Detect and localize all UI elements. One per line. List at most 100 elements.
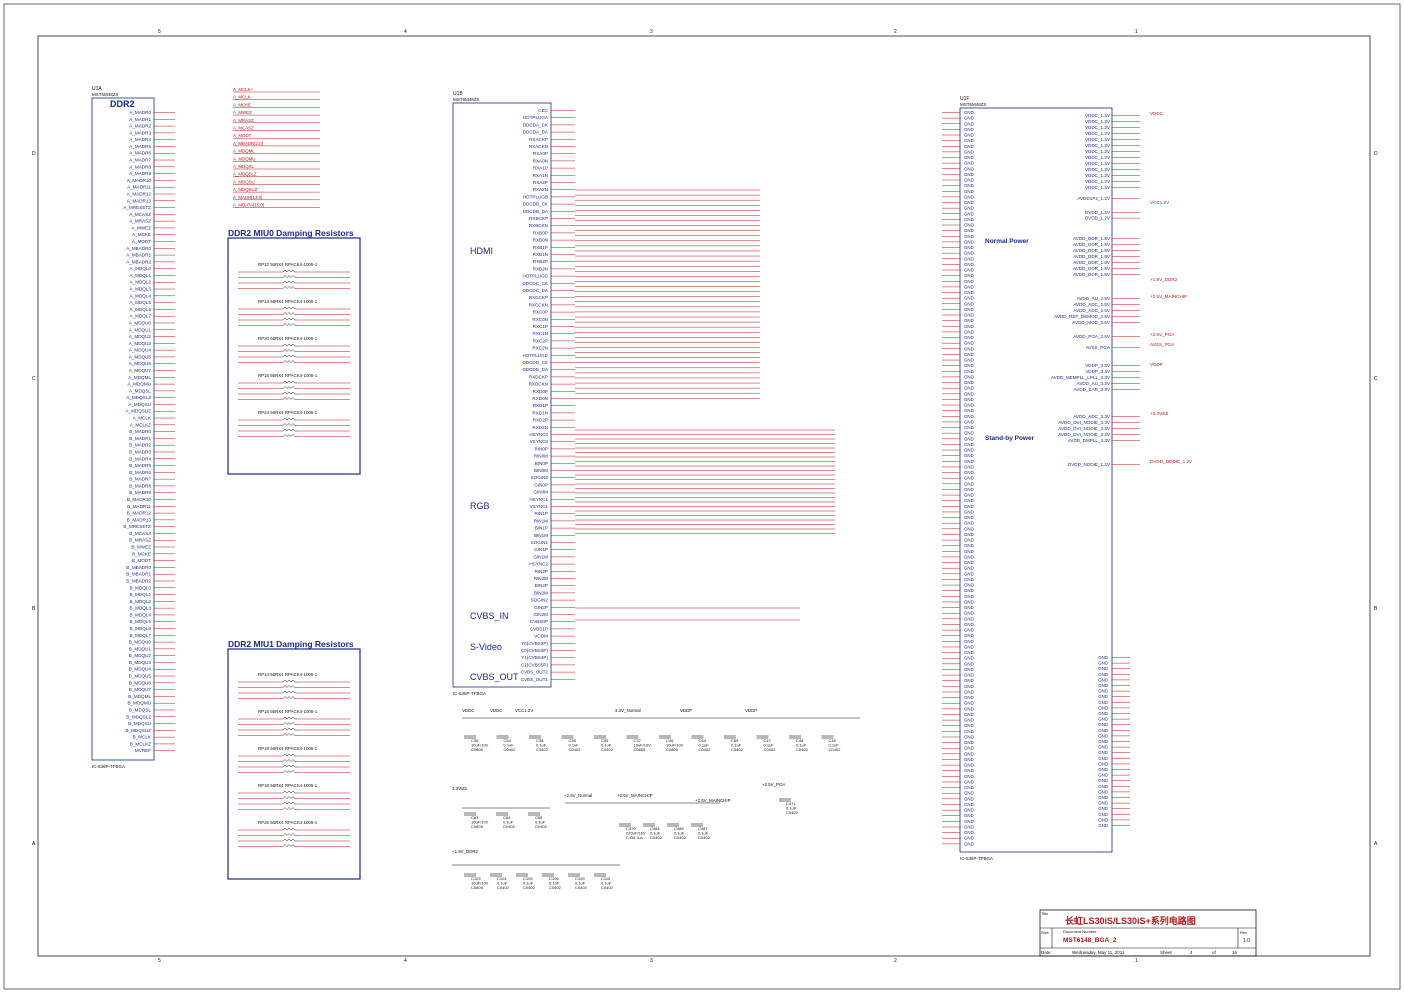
zone-col-5-top: 1 — [1135, 29, 1138, 35]
u1a-pin: B_MDQU4 — [129, 667, 152, 672]
u1f-power-pin: VDDC_1.2V — [1085, 125, 1111, 130]
u1f-power-pin: AVDD_REF_DEMOD_2.5V — [1054, 314, 1111, 319]
u1f-gnd-pin: GND — [1098, 700, 1108, 705]
u1f-gnd-pin: GND — [1098, 823, 1108, 828]
capacitor-label: 0.1uF — [523, 881, 534, 886]
capacitor-label: C0402 — [504, 747, 517, 752]
u1a-pin: A_MDQU2 — [129, 334, 152, 339]
u1f-gnd-pin: GND — [964, 127, 974, 132]
u1b-pin: DDCDC_DA — [522, 288, 548, 293]
u1f-power-pin: AVDD_AU_3.3V — [1077, 381, 1111, 386]
u1f-power-pin: AVDD_DMPLL_3.3V — [1068, 438, 1111, 443]
capacitor-label: C484 — [650, 826, 660, 831]
capacitor-label: 0.1uF — [650, 831, 661, 836]
u1b-pin: HSYNC2 — [529, 562, 548, 567]
capacitor-label: C0402 — [523, 885, 536, 890]
u1a-pin: B_MWEZ — [131, 545, 151, 550]
u1f-gnd-pin: GND — [964, 802, 974, 807]
ddr-net-label: A_MDQML — [233, 149, 255, 154]
u1f-gnd-pin: GND — [1098, 745, 1108, 750]
u1a-pin: A_MDQML — [128, 375, 151, 380]
u1a-pin: A_MDQL2 — [130, 280, 152, 285]
revision: 1.0 — [1243, 938, 1250, 944]
u1b-pin: RIN0P — [534, 446, 548, 451]
u1f-gnd-pin: GND — [964, 211, 974, 216]
u1f-gnd-pin: GND — [964, 313, 974, 318]
u1f-gnd-pin: GND — [1098, 722, 1108, 727]
u1a-pin: A_MCASZ — [129, 212, 151, 217]
u1b-pin: RXCCKN — [529, 302, 548, 307]
u1a-pin: B_MRESETZ — [123, 524, 151, 529]
u1b-pin: RXB1N — [533, 252, 548, 257]
u1b-pin: BIN0M — [534, 468, 548, 473]
u1f-rail-label: VDDC — [1150, 111, 1164, 116]
u1f-gnd-pin: GND — [964, 830, 974, 835]
u1b-pin: GIN2P — [534, 605, 548, 610]
u1f-outline — [959, 107, 1113, 853]
capacitor-label: C486 — [674, 826, 684, 831]
u1a-pin: A_MDQU6 — [129, 361, 152, 366]
u1b-pin: GIN2M — [533, 612, 548, 617]
u1b-pin: RXBCKP — [529, 216, 548, 221]
u1f-power-pin: VDDC_1.2V — [1085, 149, 1111, 154]
u1a-pin: B_MDQL6 — [130, 626, 152, 631]
u1f-gnd-pin: GND — [964, 560, 974, 565]
resistor-symbol — [282, 753, 297, 757]
u1f-gnd-pin: GND — [1098, 750, 1108, 755]
zone-col-4-top: 2 — [894, 29, 897, 35]
u1b-pin: RXD0N — [532, 396, 548, 401]
resistor-symbol — [282, 417, 297, 421]
u1f-power-pin: VDDC_1.2V — [1085, 119, 1111, 124]
capacitor-label: C0402 — [601, 885, 614, 890]
ic-u1f-power: U1F MST6M48ZX Normal Power Stand-by Powe… — [942, 96, 1193, 861]
resistor-symbol — [282, 690, 297, 694]
resistor-pack-label: RP20 56RX4 RPACK4-1005-1 — [258, 336, 318, 341]
u1f-gnd-pin: GND — [964, 279, 974, 284]
u1f-gnd-pin: GND — [964, 622, 974, 627]
u1f-gnd-pin: GND — [1098, 711, 1108, 716]
rev-label: Rev — [1240, 930, 1247, 935]
zone-col-5-bottom: 1 — [1135, 958, 1138, 964]
u1f-gnd-pin: GND — [964, 189, 974, 194]
u1a-pin: B_MADR3 — [129, 449, 151, 454]
u1f-gnd-pin: GND — [964, 166, 974, 171]
u1a-pin: B_MADR10 — [127, 497, 152, 502]
u1b-pin: Y0(CVBS2P) — [521, 641, 548, 646]
u1b-pin: DDCDA_CK — [523, 122, 549, 127]
u1a-pin: B_MADR5 — [129, 463, 151, 468]
u1f-gnd-pin: GND — [1098, 728, 1108, 733]
u1b-pin: GIN1M — [533, 554, 548, 559]
u1b-ref: U1B — [453, 91, 463, 97]
capacitor-label: 0.1uF — [503, 820, 514, 825]
u1b-pin: RXD1P — [533, 403, 548, 408]
normal-power-label: Normal Power — [985, 238, 1029, 245]
resistor-symbol — [282, 306, 297, 310]
u1a-pin: B_MDQL4 — [130, 612, 152, 617]
u1a-pin: A_MDQSLZ — [126, 395, 151, 400]
capacitor-label: 0.1uF — [575, 881, 586, 886]
u1f-power-pin: AVDD_DDR_1.8V — [1073, 254, 1111, 259]
u1b-pin: RXD2P — [533, 418, 548, 423]
capacitor-label: 0.1uF — [698, 831, 709, 836]
zone-row-4-left: A — [32, 841, 36, 847]
ic-u1a-ddr2: U1A MST6M48ZX DDR2 A_MADR0A_MADR1A_MADR2… — [91, 86, 175, 769]
u1f-power-pin: AVDD_DDR_1.8V — [1073, 236, 1111, 241]
capacitor-label: 0.1uF — [796, 743, 807, 748]
u1f-gnd-pin: GND — [964, 436, 974, 441]
u1f-gnd-pin: GND — [964, 138, 974, 143]
u1f-gnd-pin: GND — [964, 588, 974, 593]
u1f-gnd-pin: GND — [964, 183, 974, 188]
sheet-label: Sheet — [1160, 950, 1173, 955]
u1f-gnd-pin: GND — [964, 425, 974, 430]
rail-label: +2.5V_MAINCHIP — [617, 793, 653, 798]
capacitor-label: C38 — [536, 738, 544, 743]
resistor-symbol — [282, 323, 297, 326]
u1f-gnd-pin: GND — [964, 234, 974, 239]
capacitor-label: C64 — [699, 738, 707, 743]
u1f-gnd-pin: GND — [964, 667, 974, 672]
u1f-gnd-pin: GND — [1098, 801, 1108, 806]
u1b-pin: RXC2P — [533, 338, 548, 343]
u1f-rail-label: +2.5V_PGA — [1150, 332, 1175, 337]
zone-row-2-left: C — [32, 376, 36, 382]
